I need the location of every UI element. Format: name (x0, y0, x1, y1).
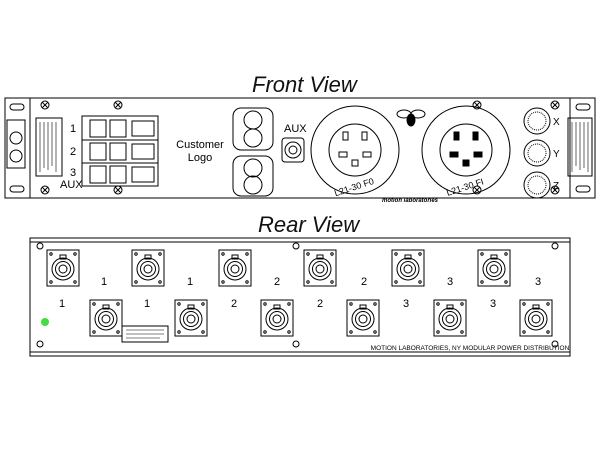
rear-bottom-circuit-label: 1 (144, 298, 150, 310)
twistlock-label-left: L21-30 F0 (333, 176, 375, 198)
spec-label-left (35, 117, 63, 177)
breaker-label-2: 2 (70, 146, 76, 158)
customer-logo-line1: Customer (176, 139, 224, 151)
breaker-toggle[interactable] (89, 142, 107, 161)
rear-top-circuit-label: 1 (187, 276, 193, 288)
rear-labels: 1 1 2 2 3 3 1 1 2 2 3 3 (59, 276, 541, 310)
rear-panel-outline (29, 237, 571, 357)
rear-bottom-circuit-label: 2 (231, 298, 237, 310)
screw-icon (550, 100, 560, 110)
front-panel (4, 97, 596, 199)
screw-icon (292, 340, 300, 348)
screw-icon (36, 340, 44, 348)
screw-icon (113, 100, 123, 110)
aux-jack (281, 137, 305, 163)
breaker-toggle[interactable] (89, 165, 107, 184)
bee-logo-icon (396, 109, 426, 127)
rear-top-circuit-label: 2 (274, 276, 280, 288)
powercon-connector[interactable] (433, 299, 467, 337)
ul-mark-icon (9, 131, 23, 145)
rear-panel (29, 237, 571, 357)
breaker-toggle[interactable] (109, 165, 127, 184)
rear-view-title: Rear View (258, 212, 360, 237)
screw-icon (40, 100, 50, 110)
breaker-window (131, 143, 155, 160)
rear-footer-text: MOTION LABORATORIES, NY MODULAR POWER DI… (371, 345, 570, 352)
meter-dial (523, 139, 551, 167)
ul-label (6, 119, 26, 169)
rear-connectors (46, 249, 553, 337)
duplex-outlet (232, 107, 274, 197)
meter-label-y: Y (553, 149, 560, 160)
power-indicator-led (41, 318, 49, 326)
spec-label-right (567, 117, 593, 177)
screw-icon (472, 100, 482, 110)
breaker-window (131, 120, 155, 137)
front-view-title: Front View (252, 72, 357, 97)
breaker-toggle[interactable] (109, 142, 127, 161)
screw-icon (551, 242, 559, 250)
rear-top-circuit-label: 3 (535, 276, 541, 288)
breaker-toggle[interactable] (89, 119, 107, 138)
powercon-connector[interactable] (260, 299, 294, 337)
breaker-label-aux: AUX (60, 179, 83, 191)
powercon-connector[interactable] (174, 299, 208, 337)
rack-slot (575, 103, 591, 111)
meter-dial (523, 171, 551, 199)
breaker-label-1: 1 (70, 123, 76, 135)
rear-bottom-circuit-label: 3 (490, 298, 496, 310)
rack-slot (9, 103, 25, 111)
screw-icon (113, 185, 123, 195)
twistlock-receptacle (310, 105, 400, 195)
breaker-label-3: 3 (70, 167, 76, 179)
rear-top-circuit-label: 1 (101, 276, 107, 288)
front-panel-outline (4, 97, 596, 199)
powercon-connector[interactable] (218, 249, 252, 287)
customer-logo-line2: Logo (188, 152, 212, 164)
ul-mark-icon (9, 149, 23, 163)
breaker-window (131, 166, 155, 183)
screw-icon (40, 185, 50, 195)
rack-slot (9, 185, 25, 193)
brand-label: motion laboratories (382, 198, 439, 204)
powercon-connector[interactable] (391, 249, 425, 287)
rear-bottom-circuit-label: 1 (59, 298, 65, 310)
powercon-connector[interactable] (46, 249, 80, 287)
rear-bottom-circuit-label: 2 (317, 298, 323, 310)
rear-top-circuit-label: 3 (447, 276, 453, 288)
screw-icon (550, 185, 560, 195)
powercon-connector[interactable] (303, 249, 337, 287)
screw-icon (292, 242, 300, 250)
powercon-connector[interactable] (131, 249, 165, 287)
screw-icon (36, 242, 44, 250)
rear-bottom-circuit-label: 3 (403, 298, 409, 310)
breaker-toggle[interactable] (109, 119, 127, 138)
twistlock-receptacle (421, 105, 511, 195)
powercon-connector[interactable] (477, 249, 511, 287)
screw-icon (551, 340, 559, 348)
meter-label-x: X (553, 117, 560, 128)
rack-slot (575, 185, 591, 193)
powercon-connector[interactable] (89, 299, 123, 337)
rear-top-circuit-label: 2 (361, 276, 367, 288)
aux-jack-label: AUX (284, 123, 307, 135)
powercon-connector[interactable] (346, 299, 380, 337)
breaker-block (81, 115, 159, 187)
twistlock-label-right: L21-30 FI (445, 176, 485, 197)
powercon-connector[interactable] (519, 299, 553, 337)
meter-label-z: Z (553, 181, 559, 192)
meter-dial (523, 107, 551, 135)
